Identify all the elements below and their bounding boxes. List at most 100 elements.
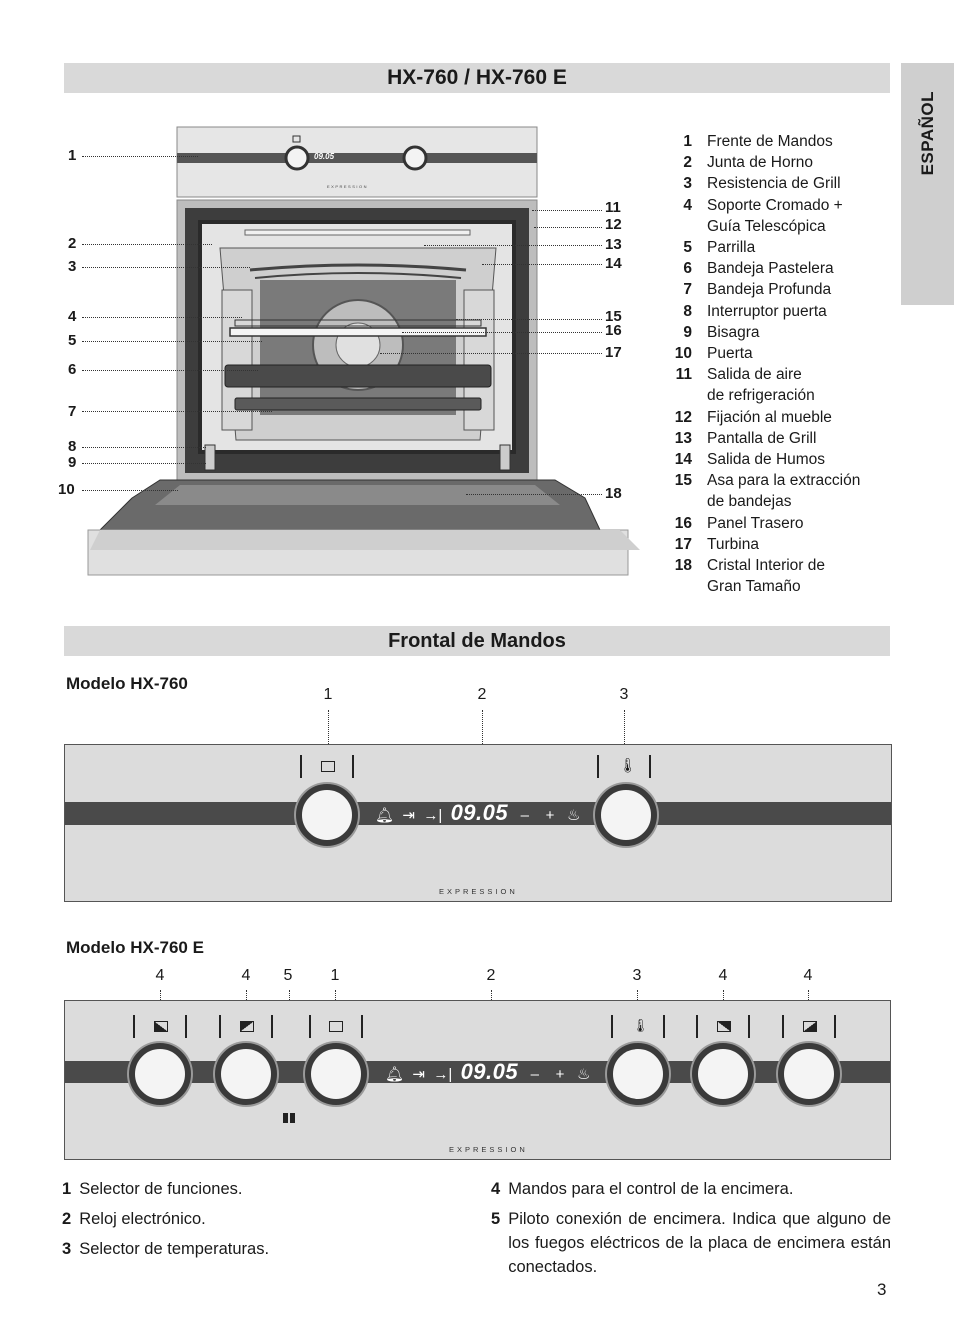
oven-label-16: 16 [605, 322, 622, 339]
function-selector-knob[interactable] [296, 784, 358, 846]
plus-button[interactable]: + [555, 1066, 565, 1083]
legend-text: Junta de Horno [707, 154, 813, 172]
oven-brand: EXPRESSION [327, 184, 368, 189]
legend-number: 4 [683, 196, 692, 214]
legend-text: Resistencia de Grill [707, 175, 841, 193]
temperature-selector-knob[interactable] [607, 1043, 669, 1105]
leader-16 [402, 332, 602, 333]
leader-14 [482, 264, 602, 265]
temp-up-icon: ♨ [576, 1066, 591, 1083]
minus-button[interactable]: – [530, 1066, 539, 1083]
oven-label-12: 12 [605, 216, 622, 233]
leader-4 [82, 317, 242, 318]
legend-number [666, 576, 692, 597]
desc-text: Selector de funciones. [79, 1180, 243, 1198]
leader-6 [82, 370, 258, 371]
control-panel-hx760e: 🌡 🔔︎ ⇥ →| 09.05 – + ♨ EXPRESSION [64, 1000, 891, 1160]
language-tab-label: ESPAÑOL [917, 91, 937, 176]
oven-label-9: 9 [68, 454, 77, 471]
oven-label-13: 13 [605, 236, 622, 253]
legend-number: 13 [674, 429, 692, 447]
legend-number: 14 [674, 451, 692, 469]
legend-item: Gran Tamaño [666, 576, 896, 597]
legend-text: Cristal Interior de [707, 557, 826, 575]
hob-control-knob[interactable] [778, 1043, 840, 1105]
oven-label-15: 15 [605, 308, 622, 325]
legend-number: 2 [683, 154, 692, 172]
leader-10 [82, 490, 178, 491]
legend-number: 6 [683, 260, 692, 278]
desc-num: 2 [62, 1210, 72, 1228]
hob-pilot-light-icon [283, 1113, 295, 1123]
legend-item: 3 Resistencia de Grill [666, 173, 896, 194]
oven-label-18: 18 [605, 485, 622, 502]
clock-display: 🔔︎ ⇥ →| 09.05 – + ♨ [375, 800, 580, 826]
legend-text: Bisagra [707, 323, 760, 341]
leader-18 [466, 494, 602, 495]
desc-text: Mandos para el control de la encimera. [508, 1180, 794, 1198]
hob-control-knob[interactable] [215, 1043, 277, 1105]
leader-9 [82, 463, 206, 464]
hob-control-knob[interactable] [129, 1043, 191, 1105]
page-number: 3 [877, 1280, 887, 1299]
tick-mark [611, 1015, 613, 1038]
tick-mark [649, 755, 651, 778]
legend-text: Salida de Humos [707, 451, 826, 469]
legend-item: 2 Junta de Horno [666, 152, 896, 173]
temperature-selector-knob[interactable] [595, 784, 657, 846]
model1-leader-3 [624, 710, 625, 758]
desc-num: 5 [491, 1210, 501, 1228]
model2-callout-3: 3 [632, 967, 642, 984]
legend-item: 14 Salida de Humos [666, 449, 896, 470]
model2-callout-4a: 4 [155, 967, 165, 984]
oven-label-11: 11 [605, 199, 621, 216]
model2-label: Modelo HX-760 E [66, 938, 204, 957]
plus-button[interactable]: + [545, 807, 555, 824]
oven-illustration: EXPRESSION [87, 126, 640, 576]
desc-num: 4 [491, 1180, 501, 1198]
legend-text: Turbina [707, 535, 759, 553]
legend-number: 3 [683, 175, 692, 193]
leader-3 [82, 267, 250, 268]
leader-11 [532, 210, 602, 211]
legend-item: 12 Fijación al mueble [666, 407, 896, 428]
legend-number: 9 [683, 323, 692, 341]
oven-label-5: 5 [68, 332, 77, 349]
leader-7 [82, 411, 272, 412]
tick-mark [834, 1015, 836, 1038]
legend-item: de bandejas [666, 491, 896, 512]
legend-number: 12 [674, 408, 692, 426]
oven-mini-time: 09.05 [314, 152, 335, 161]
legend-text: Gran Tamaño [707, 578, 801, 596]
leader-1 [82, 156, 198, 157]
tick-mark [219, 1015, 221, 1038]
model1-callout-3: 3 [619, 686, 629, 703]
oven-label-1: 1 [68, 147, 77, 164]
function-selector-knob[interactable] [305, 1043, 367, 1105]
legend-text: Frente de Mandos [707, 133, 833, 150]
legend-text: Bandeja Pastelera [707, 260, 834, 278]
brand-label: EXPRESSION [439, 887, 518, 896]
model1-callout-2: 2 [477, 686, 487, 703]
leader-15 [456, 319, 602, 320]
duration-icon: ⇥ [402, 807, 415, 824]
section-band: Frontal de Mandos [64, 626, 890, 656]
model2-callout-4d: 4 [803, 967, 813, 984]
hob-control-knob[interactable] [692, 1043, 754, 1105]
model2-callout-4b: 4 [241, 967, 251, 984]
hob-zone-icon [154, 1021, 168, 1032]
tick-mark [696, 1015, 698, 1038]
clock-time: 09.05 [450, 800, 509, 825]
legend-number: 16 [674, 514, 692, 532]
legend-text: Fijación al mueble [707, 408, 832, 426]
hob-zone-icon [803, 1021, 817, 1032]
control-panel-hx760: 🌡 🔔︎ ⇥ →| 09.05 – + ♨ EXPRESSION [64, 744, 892, 902]
minus-button[interactable]: – [520, 807, 529, 824]
